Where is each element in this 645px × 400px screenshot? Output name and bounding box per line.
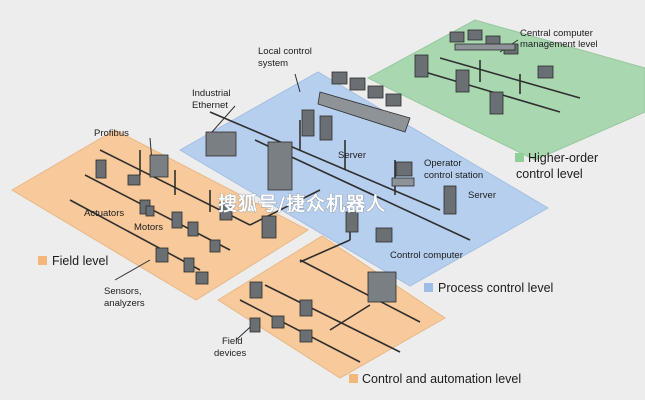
control-automation-marker [349,374,358,383]
field-level-marker [38,256,47,265]
process-control-level-label: Process control level [438,281,553,295]
process-control-marker [424,283,433,292]
field-level-label: Field level [52,254,108,268]
actuators-label: Actuators [84,208,124,219]
higher-order-platform [366,19,645,161]
operator-station-label: Operator control station [424,158,483,181]
control-automation-platform [217,235,446,379]
field-level-devices [95,154,277,285]
process-control-devices [205,71,457,243]
field-devices-label: Field devices [214,336,246,359]
server-top-label: Server [338,150,366,161]
server-right-label: Server [468,190,496,201]
field-level-platform [11,129,310,301]
process-control-platform [179,71,549,287]
control-automation-level-label: Control and automation level [362,372,521,386]
industrial-ethernet-label: Industrial Ethernet [192,88,233,111]
motors-label: Motors [134,222,163,233]
sensors-label: Sensors, analyzers [104,286,145,309]
control-computer-label: Control computer [390,250,463,261]
network-lines [69,39,581,363]
profibus-label: Profibus [94,128,129,139]
central-computer-devices [414,29,554,115]
control-automation-devices [249,271,397,343]
higher-order-marker [515,153,524,162]
central-computer-label: Central computer management level [520,28,598,50]
watermark-text: 搜狐号/捷众机器人 [218,192,386,215]
local-control-label: Local control system [258,46,315,69]
higher-order-level-label: Higher-order control level [516,151,602,181]
